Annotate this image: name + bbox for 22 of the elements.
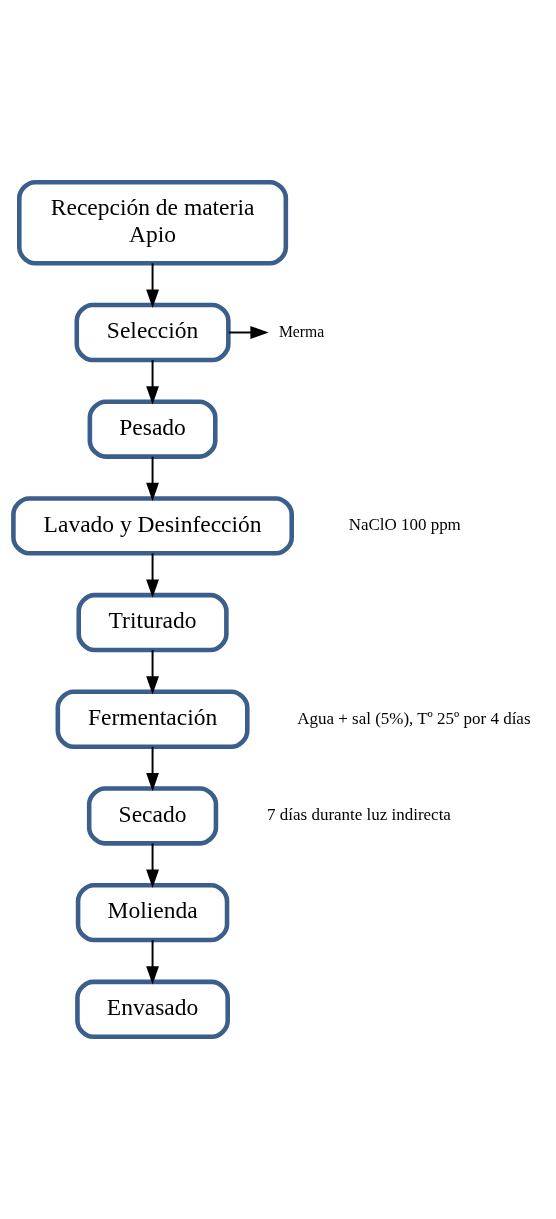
- node-box: Molienda: [75, 882, 230, 943]
- node-label: 7 días durante luz indirecta: [267, 805, 451, 825]
- arrow: [146, 649, 159, 695]
- arrow: [146, 842, 159, 888]
- node-box: Recepción de materia Apio: [17, 179, 289, 266]
- arrow: [227, 326, 269, 339]
- node-box: Selección: [74, 302, 231, 363]
- node-text: Merma: [278, 322, 325, 340]
- node-box: Lavado y Desinfección: [11, 496, 294, 556]
- node-label: Agua + sal (5%), Tº 25º por 4 días: [297, 708, 531, 728]
- arrow: [146, 262, 159, 308]
- node-box: Pesado: [87, 399, 218, 459]
- arrow: [146, 745, 159, 792]
- node-label: NaClO 100 ppm: [348, 515, 461, 535]
- node-box: Fermentación: [55, 689, 250, 749]
- node-box: Secado: [86, 786, 219, 846]
- arrow: [146, 359, 159, 405]
- arrow: [146, 939, 159, 985]
- node-box: Envasado: [75, 979, 230, 1040]
- arrow: [146, 552, 159, 598]
- arrow: [146, 455, 159, 502]
- node-box: Triturado: [76, 592, 229, 653]
